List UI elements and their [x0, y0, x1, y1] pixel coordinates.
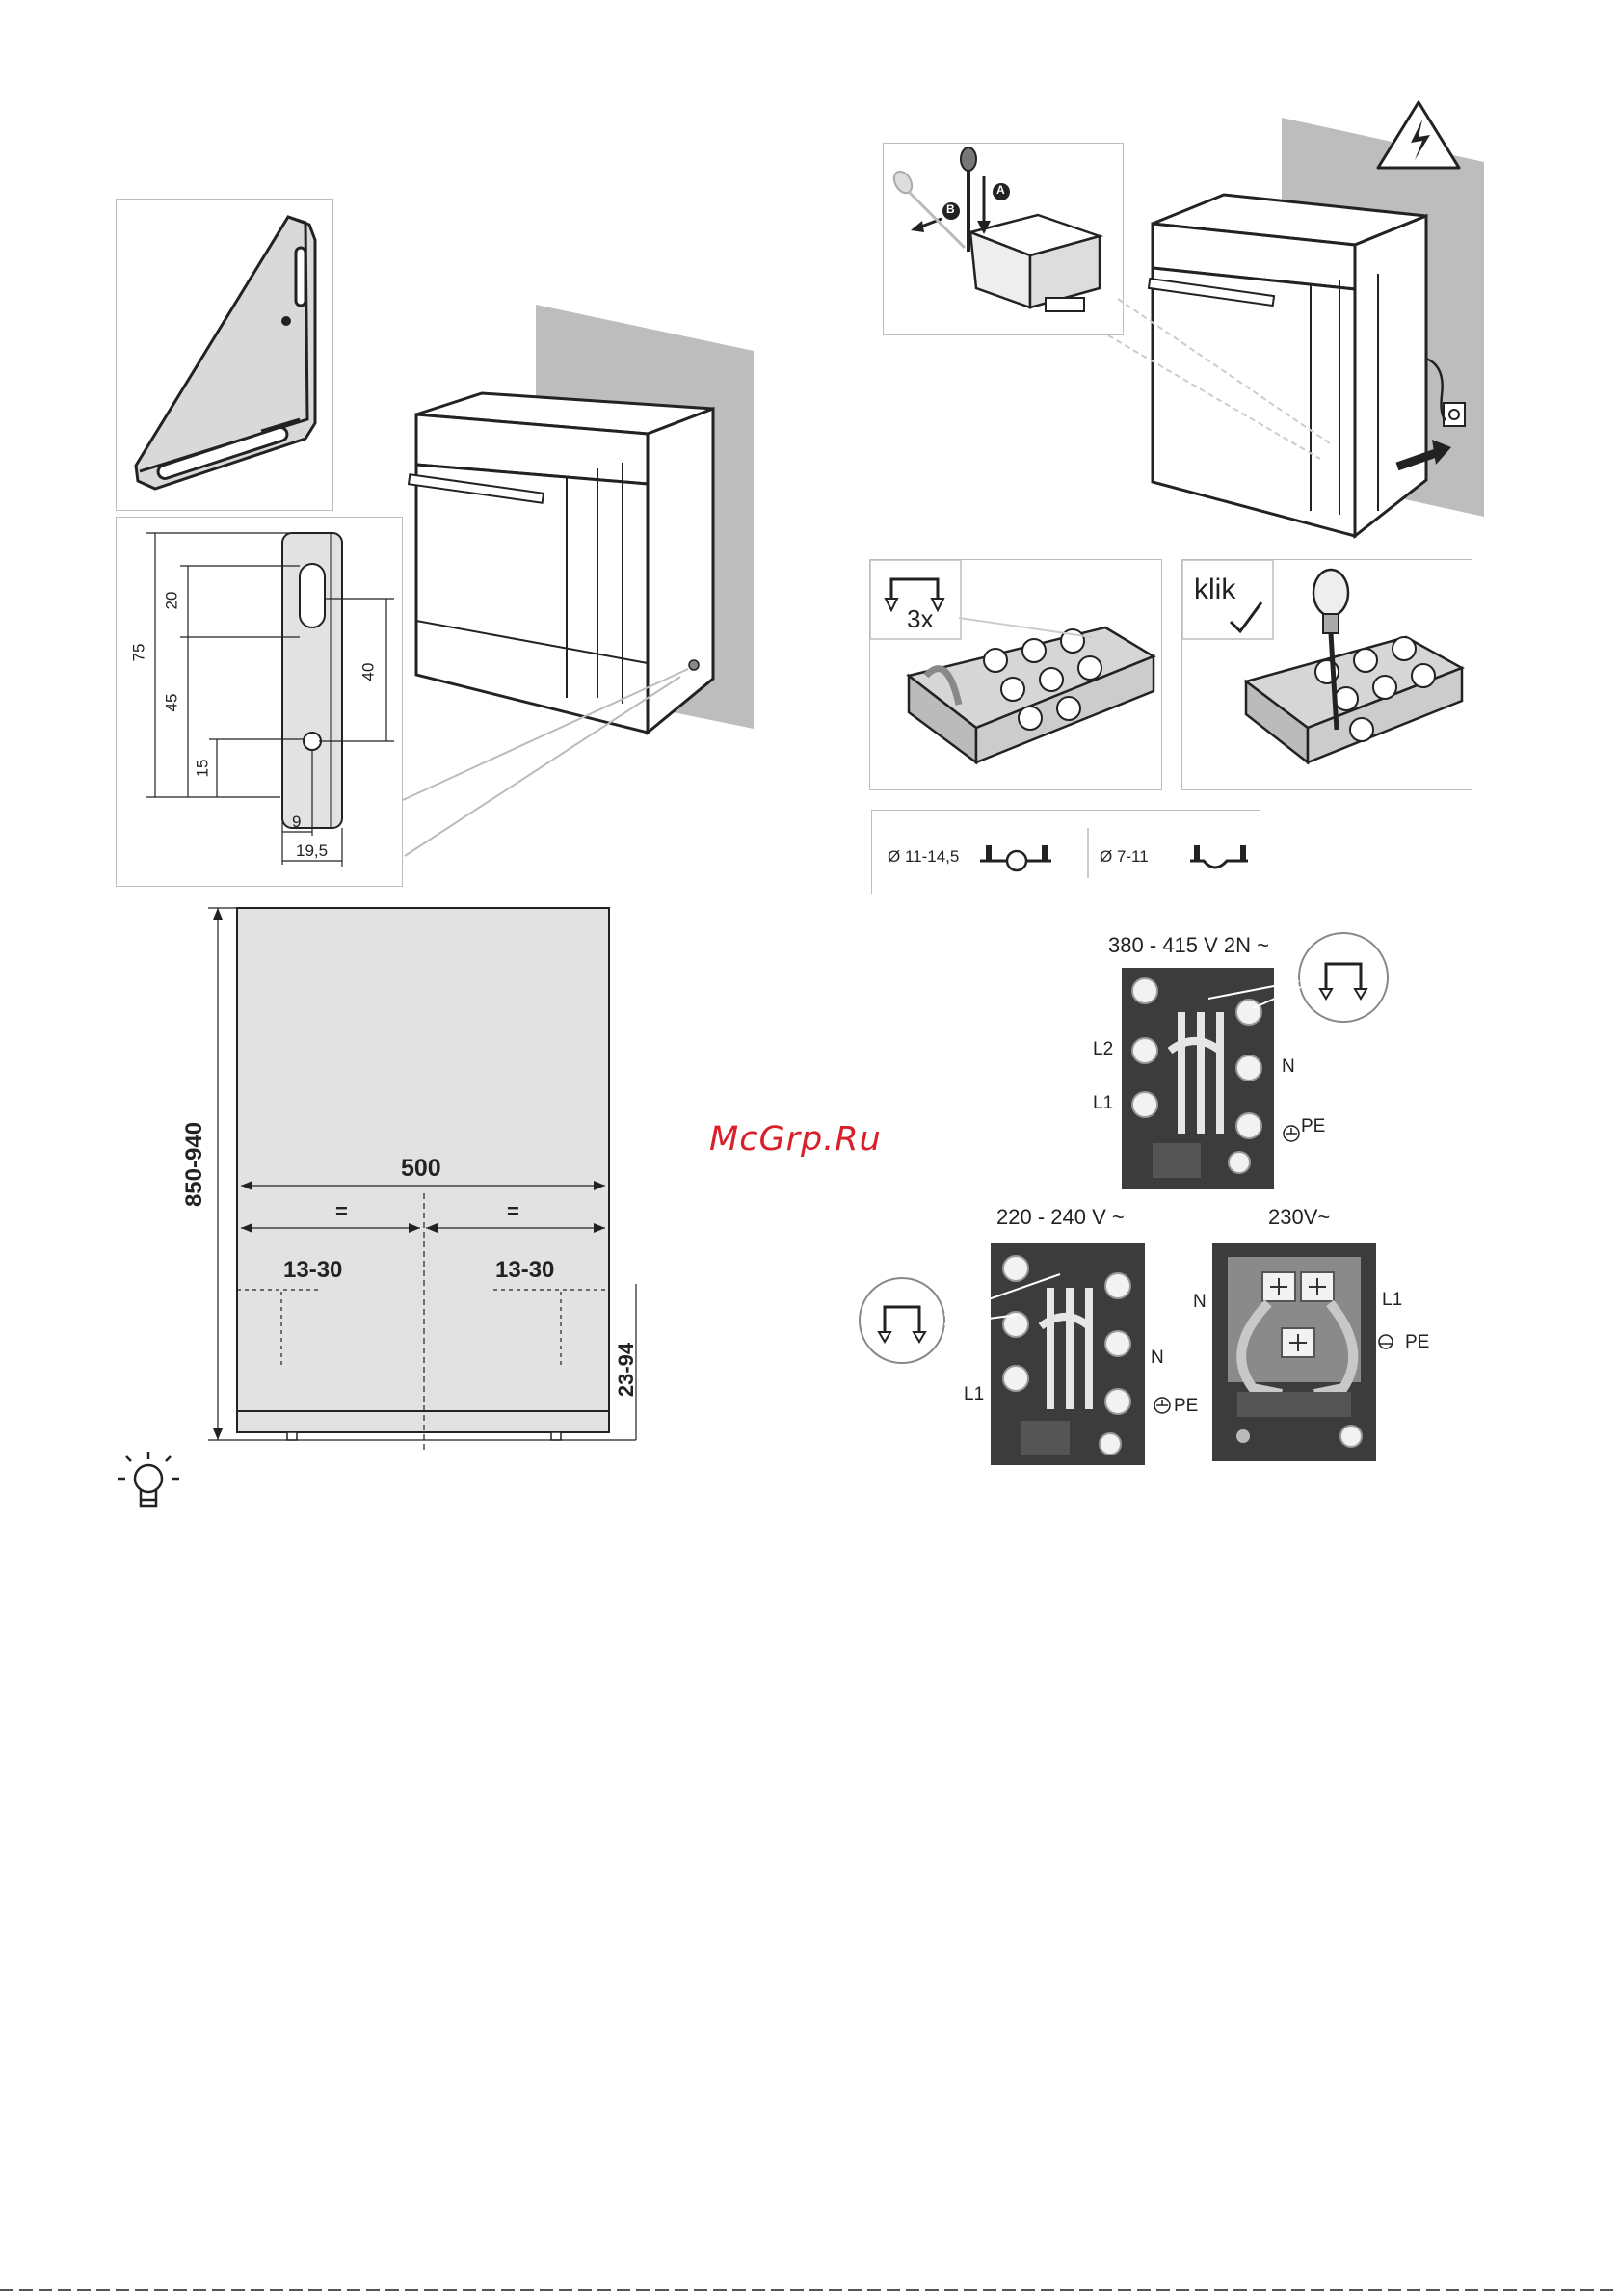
dim-45: 45	[162, 694, 181, 712]
cable-diameter-small: Ø 7-11	[1100, 847, 1149, 867]
terminal-3phase-l2: L2	[1093, 1039, 1113, 1060]
terminal-1phase-voltage: 220 - 240 V ~	[996, 1205, 1125, 1230]
click-label: klik	[1194, 574, 1235, 606]
dim-9: 9	[292, 813, 301, 832]
cable-diameter-panel: Ø 11-14,5 Ø 7-11	[871, 810, 1260, 894]
terminal-230-pe: PE	[1405, 1332, 1429, 1353]
strain-relief-count: 3x	[907, 604, 933, 634]
dim-75: 75	[129, 644, 148, 662]
strain-relief-panel: 3x	[869, 559, 1162, 790]
terminal-cover-panel: A B	[883, 143, 1124, 335]
terminal-1phase-pe: PE	[1174, 1396, 1198, 1417]
terminal-1phase-n: N	[1151, 1348, 1164, 1369]
bracket-dimension-panel: 75 20 45 15 40 9 19,5	[116, 517, 403, 887]
terminal-230-l1: L1	[1382, 1290, 1402, 1311]
screwdriver-label-b: B	[946, 202, 955, 216]
cable-diameter-large: Ø 11-14,5	[888, 847, 959, 867]
dim-15: 15	[193, 760, 212, 778]
bracket-3d-icon	[117, 200, 334, 512]
dim-40: 40	[358, 663, 378, 681]
cabinet-width: 500	[401, 1155, 441, 1183]
dim-19-5: 19,5	[296, 841, 328, 861]
dim-20: 20	[162, 592, 181, 610]
bracket-3d-panel	[116, 199, 333, 511]
terminal-3phase-pe: PE	[1301, 1116, 1325, 1137]
screwdriver-label-a: A	[996, 183, 1005, 197]
terminal-3phase-voltage: 380 - 415 V 2N ~	[1108, 933, 1269, 958]
cabinet-half-left: =	[335, 1199, 348, 1224]
terminal-230-n: N	[1193, 1292, 1207, 1313]
terminal-230-voltage: 230V~	[1268, 1205, 1330, 1230]
cabinet-half-right: =	[507, 1199, 519, 1224]
click-screwdriver-panel: klik	[1181, 559, 1472, 790]
cabinet-height: 850-940	[181, 1122, 208, 1207]
terminal-3phase-n: N	[1282, 1056, 1295, 1078]
strain-relief-drawing	[870, 560, 1163, 791]
cabinet-offset-left: 13-30	[283, 1257, 342, 1284]
watermark: McGrp.Ru	[709, 1120, 882, 1159]
terminal-cover-drawing	[884, 144, 1125, 336]
terminal-1phase-l1: L1	[964, 1384, 984, 1405]
terminal-3phase-l1: L1	[1093, 1093, 1113, 1114]
bracket-dimension-drawing	[117, 518, 404, 888]
cabinet-offset-right: 13-30	[495, 1257, 554, 1284]
cabinet-foot-height: 23-94	[614, 1343, 639, 1397]
